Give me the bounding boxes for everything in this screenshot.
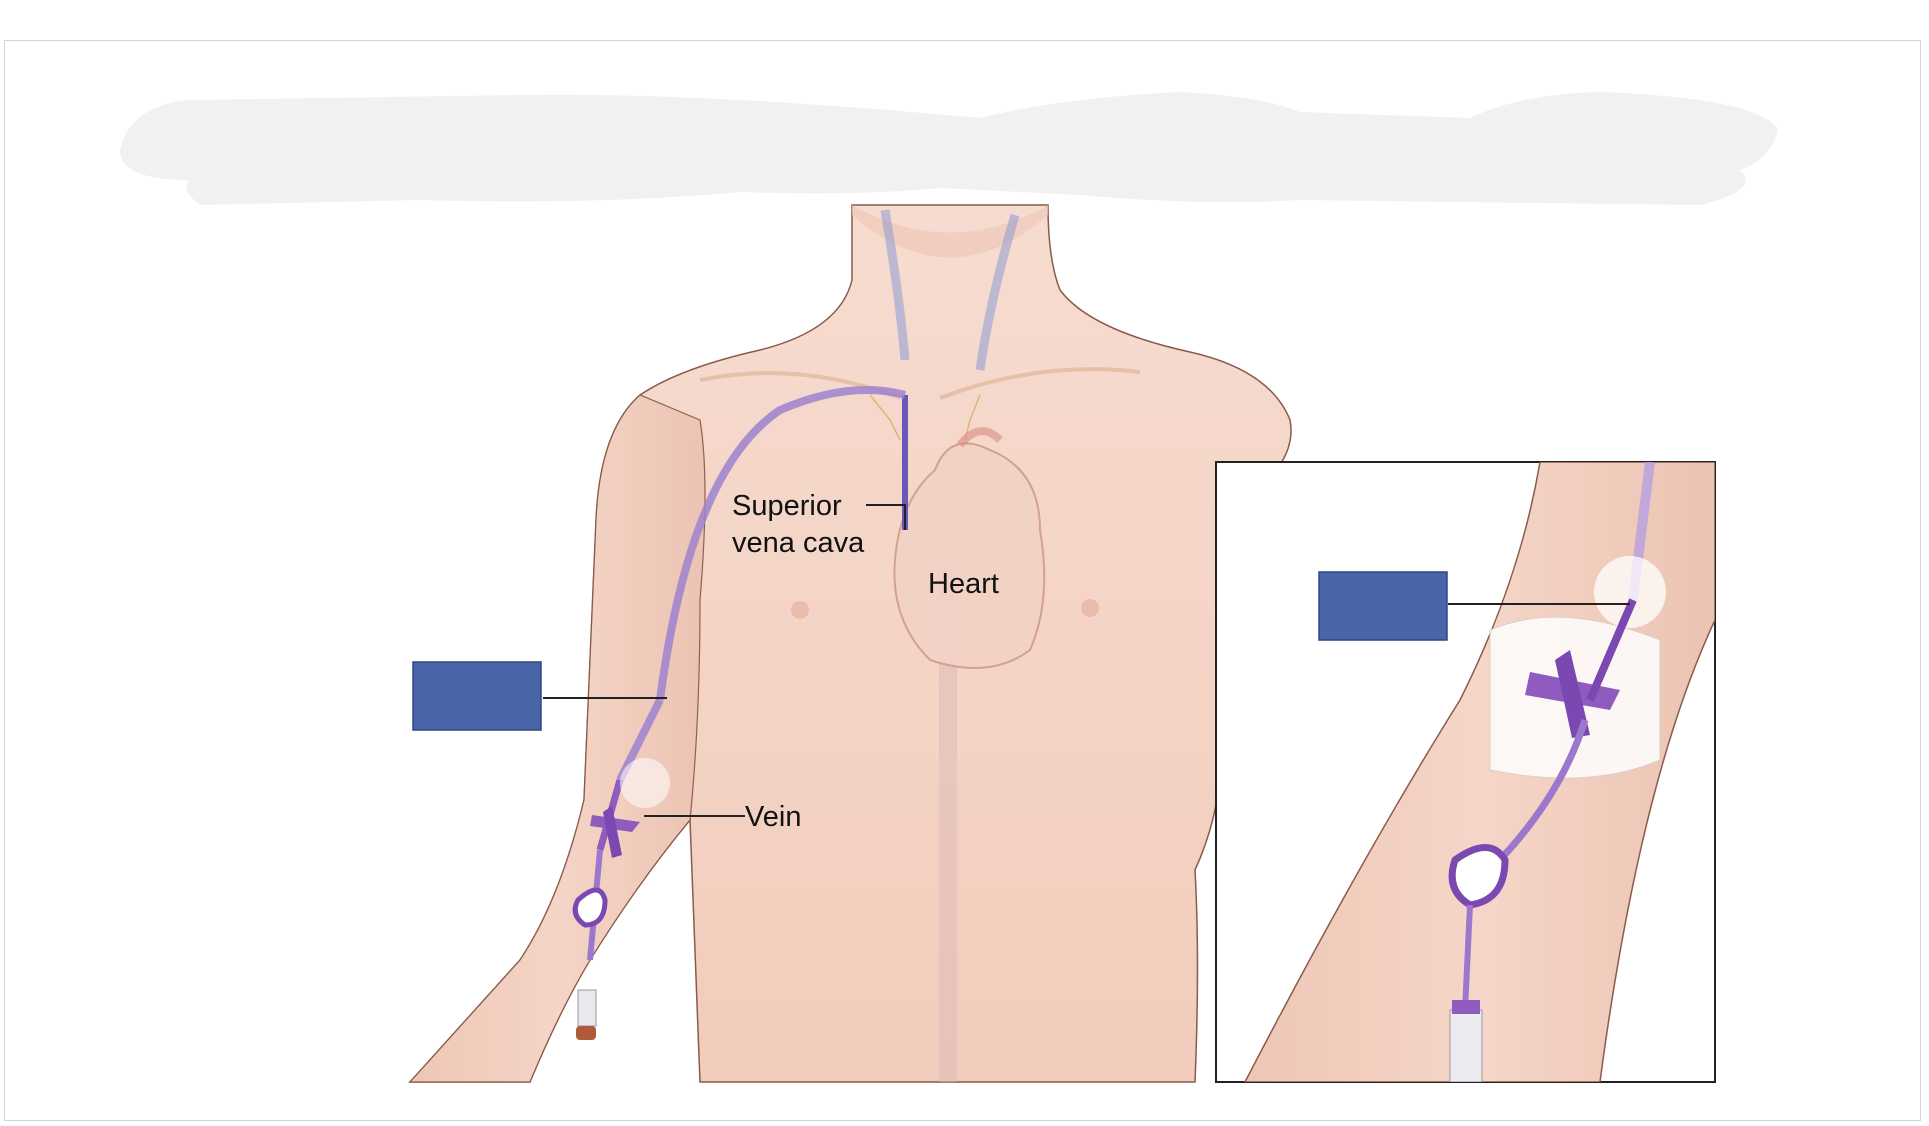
inset-catheter-answer-box[interactable] <box>1318 571 1448 641</box>
purple-wing-hub-icon <box>590 806 640 858</box>
heart-label: Heart <box>928 568 999 600</box>
inset-magnified-view <box>1215 461 1716 1083</box>
pinch-clamp-icon <box>572 887 608 928</box>
svc-leader <box>866 504 906 530</box>
superior-vena-cava-label-line2: vena cava <box>732 527 865 559</box>
torso <box>408 204 1292 1083</box>
superior-vena-cava-label-line1: Superior <box>732 490 842 522</box>
heart <box>893 427 1046 669</box>
redacted-title <box>120 92 1778 205</box>
inset-clamp-icon <box>1448 844 1509 909</box>
inset-wing-hub-icon <box>1525 598 1637 738</box>
main-catheter-answer-box[interactable] <box>412 661 542 731</box>
leader-lines <box>543 504 1630 817</box>
picc-catheter <box>572 386 908 1040</box>
vein-label: Vein <box>745 801 801 833</box>
end-cap-icon <box>576 989 597 1040</box>
